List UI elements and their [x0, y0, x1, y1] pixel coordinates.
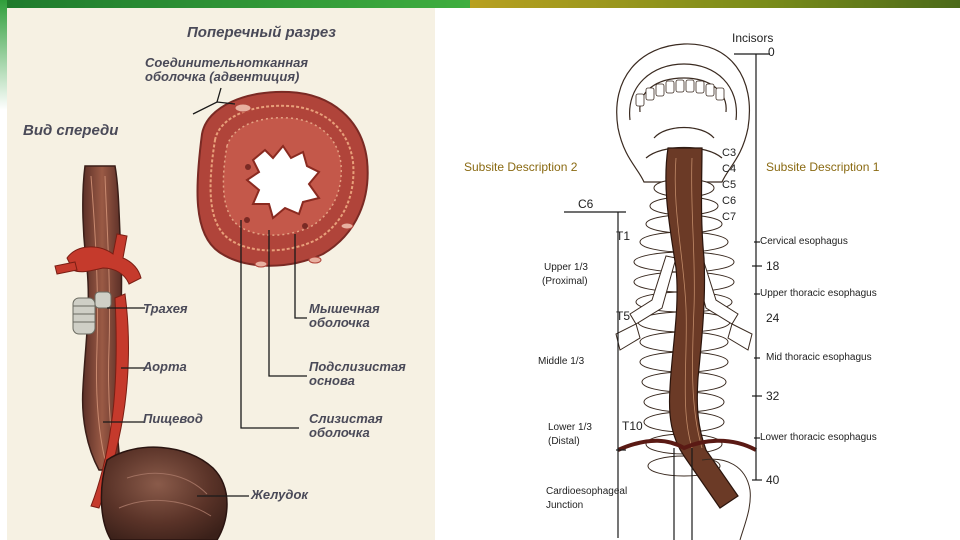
vertebra-t5-label: T5	[616, 309, 631, 323]
distance-24-label: 24	[766, 311, 780, 325]
incisors-label: Incisors	[732, 31, 774, 45]
top-accent-bar-yellow	[470, 0, 960, 8]
mid-thoracic-esophagus-label: Mid thoracic esophagus	[766, 352, 872, 363]
trachea-rings	[72, 291, 112, 335]
subsite-description-1: Subsite Description 1	[766, 160, 880, 174]
cardioesophageal-junction-label-line1: Cardioesophageal	[546, 486, 628, 497]
esophagus-subsite-diagram: Incisors 0 Subsite Description 2 Subsite…	[440, 8, 960, 540]
subsite-diagram-drawing	[564, 43, 770, 540]
submucosa-label-line2: основа	[309, 373, 355, 388]
adventitia-label-line1: Соединительнотканная	[145, 55, 308, 70]
top-accent-bar-green	[0, 0, 470, 8]
muscular-layer-label-line2: оболочка	[309, 315, 370, 330]
distance-axis	[734, 53, 770, 481]
left-third-lines	[564, 211, 693, 540]
mucosa-label-line1: Слизистая	[309, 411, 383, 426]
vertebra-c4-label: C4	[722, 163, 737, 175]
teeth-row	[635, 79, 725, 107]
middle-third-label: Middle 1/3	[538, 356, 585, 367]
distance-18-label: 18	[766, 259, 780, 273]
trachea-label: Трахея	[143, 301, 188, 316]
esophagus-anatomy-figure: Поперечный разрез Соединительнотканная о…	[7, 8, 435, 540]
upper-third-label-line2: (Proximal)	[542, 276, 588, 287]
left-accent-bar	[0, 0, 7, 110]
lower-thoracic-esophagus-label: Lower thoracic esophagus	[760, 432, 877, 443]
adventitia-label-line2: оболочка (адвентиция)	[145, 69, 300, 84]
distance-32-label: 32	[766, 389, 780, 403]
distance-40-label: 40	[766, 473, 780, 487]
leader-lines	[103, 87, 307, 497]
vertebra-t1-label: T1	[616, 229, 631, 243]
cross-section-title: Поперечный разрез	[187, 24, 336, 41]
esophagus-tube	[665, 147, 739, 509]
esophagus-label: Пищевод	[143, 411, 203, 426]
muscular-layer-label-line1: Мышечная	[309, 301, 380, 316]
diaphragm	[617, 438, 757, 452]
esophagus-front-view	[54, 165, 228, 540]
upper-third-label-line1: Upper 1/3	[544, 262, 588, 273]
stomach-label: Желудок	[251, 487, 308, 502]
stomach-outline	[701, 458, 751, 540]
lower-third-label-line2: (Distal)	[548, 436, 580, 447]
vertebra-c5-label: C5	[722, 179, 737, 191]
lower-third-label-line1: Lower 1/3	[548, 422, 592, 433]
cross-section-ring	[196, 90, 369, 268]
vertebra-c7-label: C7	[722, 211, 737, 223]
cardioesophageal-junction-label-line2: Junction	[546, 500, 584, 511]
subsite-description-2: Subsite Description 2	[464, 160, 578, 174]
mucosa-label-line2: оболочка	[309, 425, 370, 440]
submucosa-label-line1: Подслизистая	[309, 359, 406, 374]
vertebra-c3-label: C3	[722, 147, 737, 159]
distance-0-label: 0	[768, 45, 775, 59]
vertebra-t10-label: T10	[622, 419, 643, 433]
upper-thoracic-esophagus-label: Upper thoracic esophagus	[760, 288, 877, 299]
aorta-label: Аорта	[143, 359, 187, 374]
front-view-title: Вид спереди	[23, 122, 119, 139]
vertebra-c6-label: C6	[722, 195, 737, 207]
cervical-esophagus-label: Cervical esophagus	[760, 236, 848, 247]
c6-marker-label: C6	[578, 197, 594, 211]
esophagus-anatomy-drawing	[54, 87, 369, 540]
